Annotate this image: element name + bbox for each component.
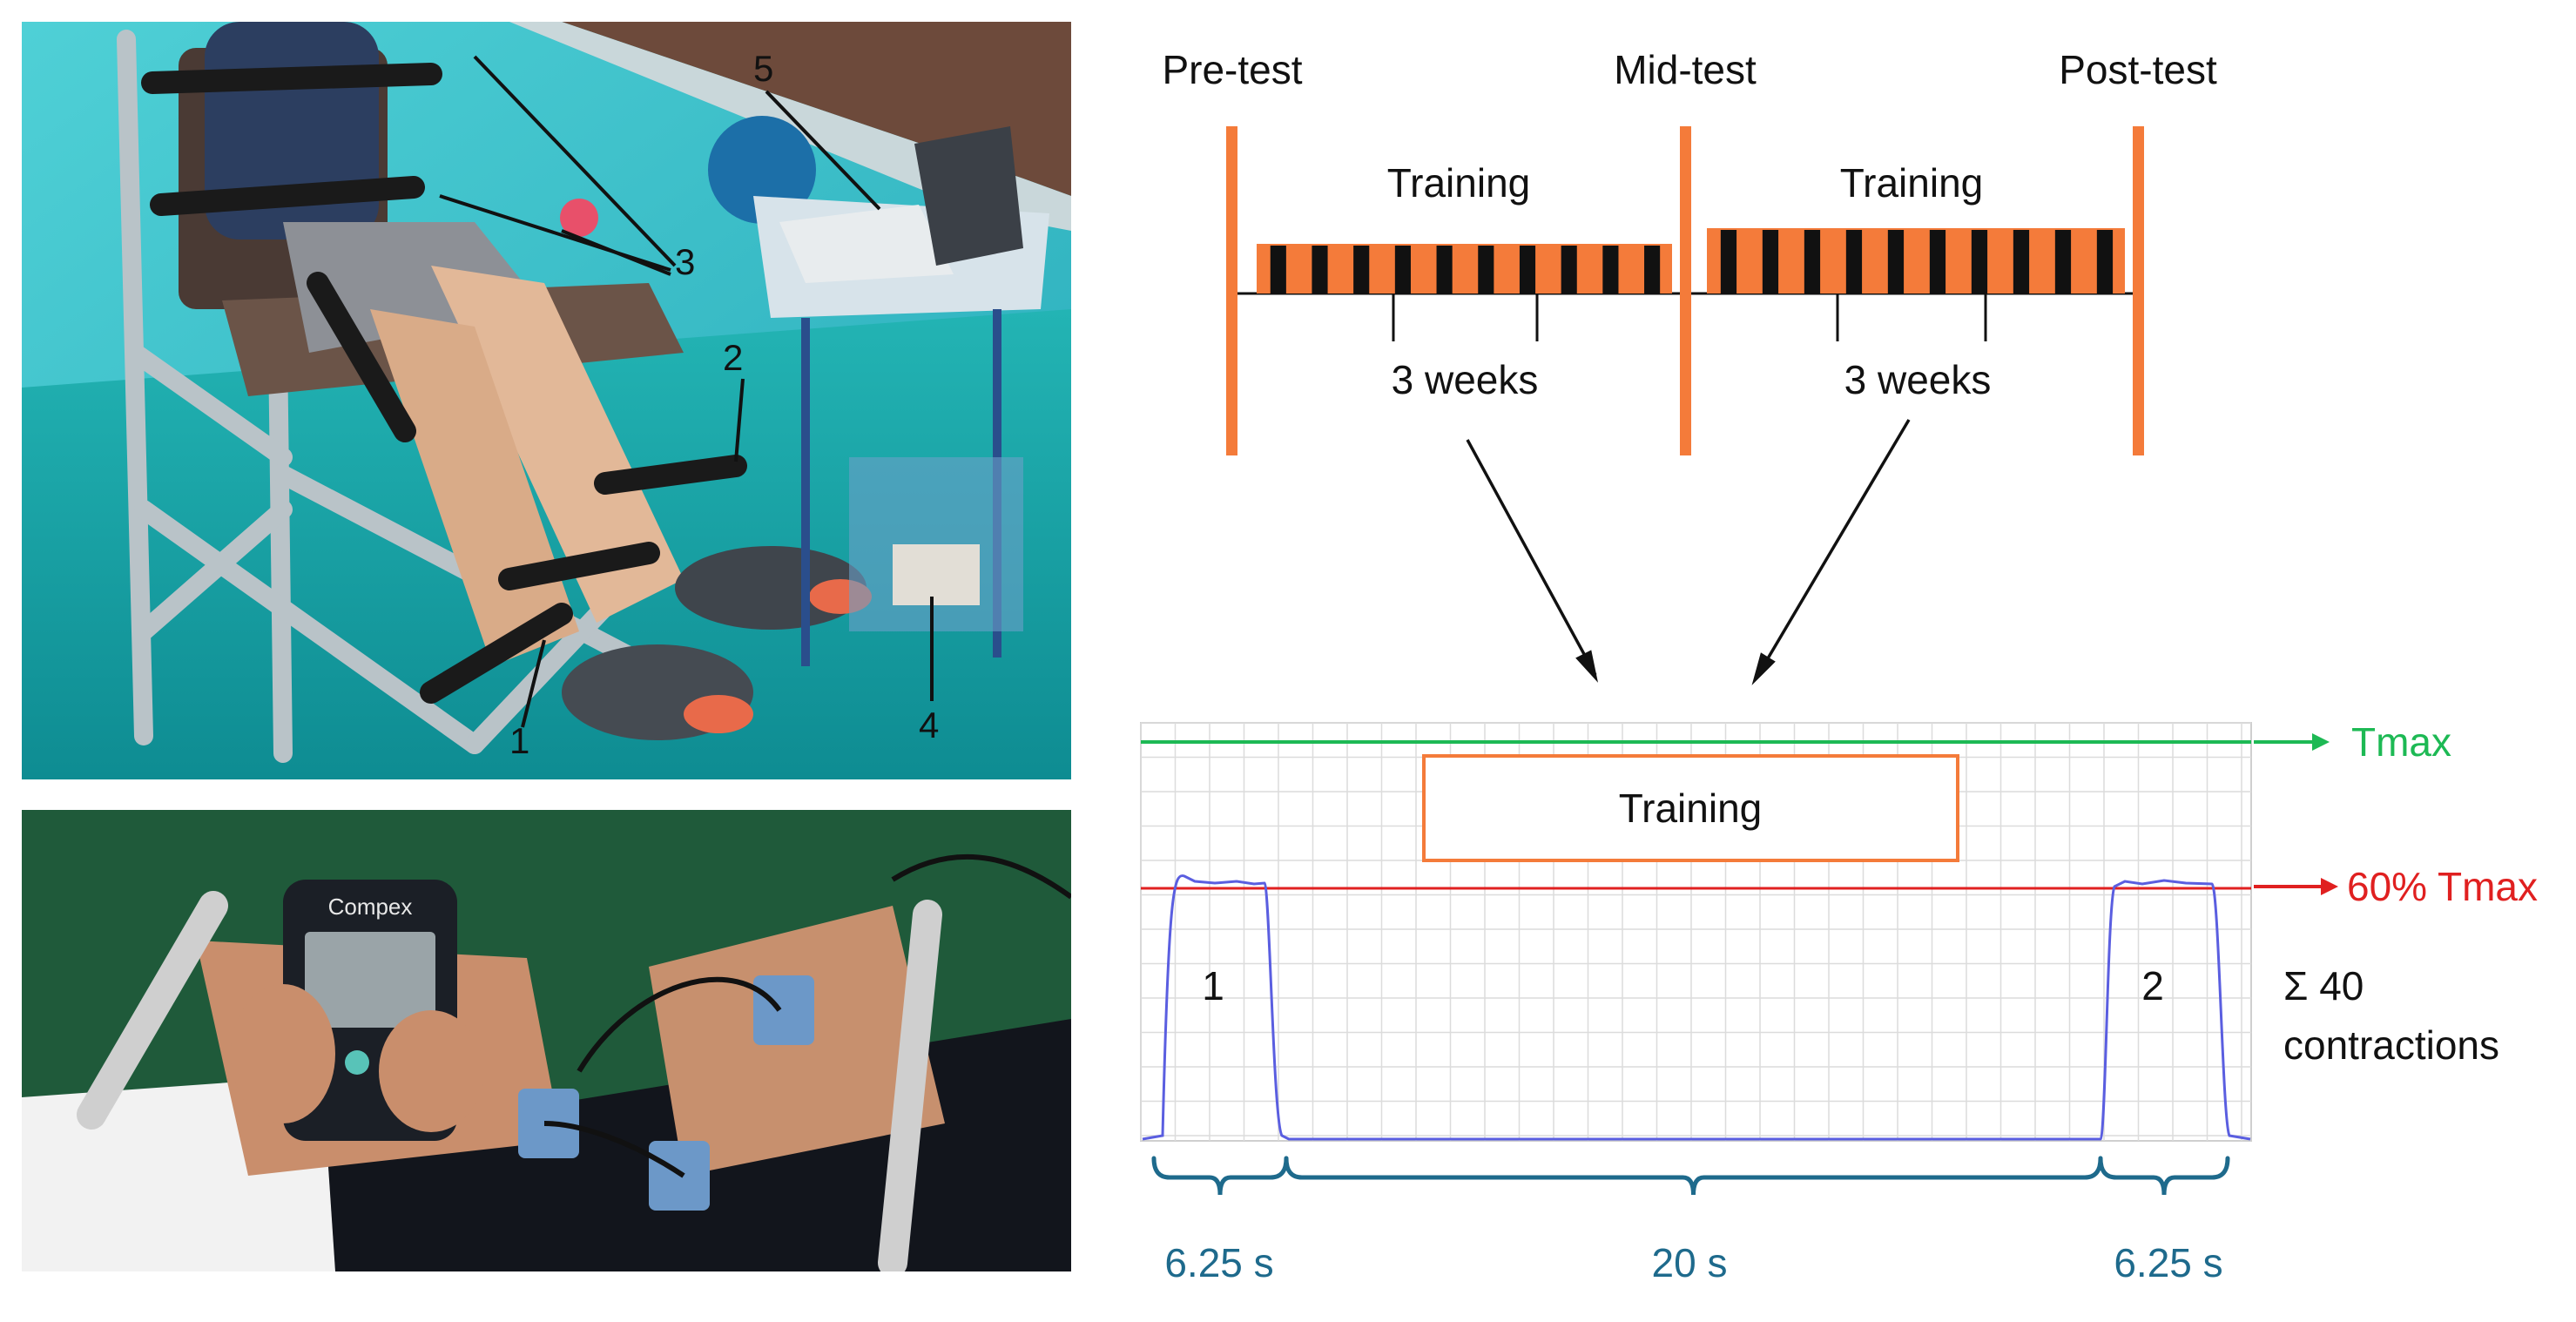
segment-bracket — [1284, 1156, 2103, 1196]
contractions-sum-line-1: Σ 40 — [2283, 963, 2364, 1008]
phase-label-post-test: Post-test — [2059, 47, 2217, 92]
tmax-arrow — [2254, 733, 2330, 751]
photo-stimulation-device: Compex — [22, 810, 1071, 1271]
contraction-label-1: 1 — [1202, 963, 1224, 1008]
phase-label-pre-test: Pre-test — [1162, 47, 1302, 92]
training-session — [1312, 246, 1328, 293]
arrow-line — [1755, 419, 1911, 678]
phase-bar-post-test — [2133, 126, 2144, 455]
contraction-label-2: 2 — [2141, 963, 2164, 1008]
segment-bracket — [2098, 1156, 2230, 1196]
segment-bracket — [1151, 1156, 1289, 1196]
timeline: Pre-test Mid-test Post-test Training Tra… — [1162, 47, 2217, 455]
training-block-band — [1707, 228, 2125, 293]
arrow-head — [1751, 652, 1776, 685]
training-session — [1929, 230, 1946, 293]
training-session — [1436, 246, 1453, 293]
training-session — [1270, 246, 1286, 293]
arrow-line — [1466, 439, 1597, 676]
callout-5: 5 — [753, 48, 773, 89]
training-session — [1644, 246, 1661, 293]
training-sessions — [1257, 228, 2125, 293]
force-trace — [1142, 874, 2251, 1141]
segment-label-first-contraction: 6.25 s — [1164, 1240, 1273, 1285]
training-session — [2054, 230, 2072, 293]
phase-bar-pre-test — [1226, 126, 1237, 455]
training-session — [1561, 246, 1577, 293]
setup-illustration: 1 2 3 4 5 — [22, 22, 1071, 779]
duration-label-1: 3 weeks — [1392, 357, 1539, 402]
training-session — [1602, 246, 1619, 293]
training-session — [2096, 230, 2114, 293]
training-session — [1887, 230, 1905, 293]
training-session — [1720, 230, 1737, 293]
training-block-band — [1257, 244, 1672, 293]
sixty-arrow — [2254, 878, 2338, 895]
photo-leg-extension-setup: 1 2 3 4 5 — [22, 22, 1071, 779]
segment-label-second-contraction: 6.25 s — [2114, 1240, 2222, 1285]
callout-4: 4 — [919, 705, 939, 745]
training-session — [1971, 230, 1988, 293]
device-brand-label: Compex — [328, 894, 413, 920]
segment-label-rest: 20 s — [1652, 1240, 1728, 1285]
training-box-label: Training — [1619, 786, 1762, 831]
callout-2: 2 — [723, 337, 743, 378]
tmax-label: Tmax — [2351, 719, 2451, 765]
training-box — [1422, 754, 1959, 862]
stimulation-illustration: Compex — [22, 810, 1071, 1271]
training-session — [1478, 246, 1494, 293]
training-session — [2013, 230, 2030, 293]
sixty-arrow-head — [2321, 878, 2338, 895]
zoom-arrows — [1466, 419, 1911, 685]
force-trace-panel: Tmax 60% Tmax Training 1 2 Σ 40 contract… — [1140, 719, 2538, 1142]
trace-grid — [1140, 722, 2251, 1141]
training-session — [1845, 230, 1863, 293]
training-session — [1804, 230, 1821, 293]
arrow-head — [1575, 650, 1599, 683]
training-session — [1519, 246, 1536, 293]
training-session — [1353, 246, 1370, 293]
callout-1: 1 — [509, 720, 529, 761]
segment-brackets — [1151, 1156, 2230, 1196]
training-block-label-1: Training — [1387, 160, 1530, 206]
sixty-percent-tmax-label: 60% Tmax — [2347, 864, 2538, 909]
phase-label-mid-test: Mid-test — [1614, 47, 1757, 92]
contractions-sum-line-2: contractions — [2283, 1022, 2499, 1068]
training-session — [1394, 246, 1411, 293]
trace-background — [1140, 722, 2252, 1142]
training-session — [1762, 230, 1779, 293]
duration-label-2: 3 weeks — [1844, 357, 1992, 402]
phase-bar-mid-test — [1680, 126, 1691, 455]
tmax-arrow-head — [2312, 733, 2330, 751]
callout-3: 3 — [675, 241, 695, 282]
training-block-label-2: Training — [1840, 160, 1983, 206]
